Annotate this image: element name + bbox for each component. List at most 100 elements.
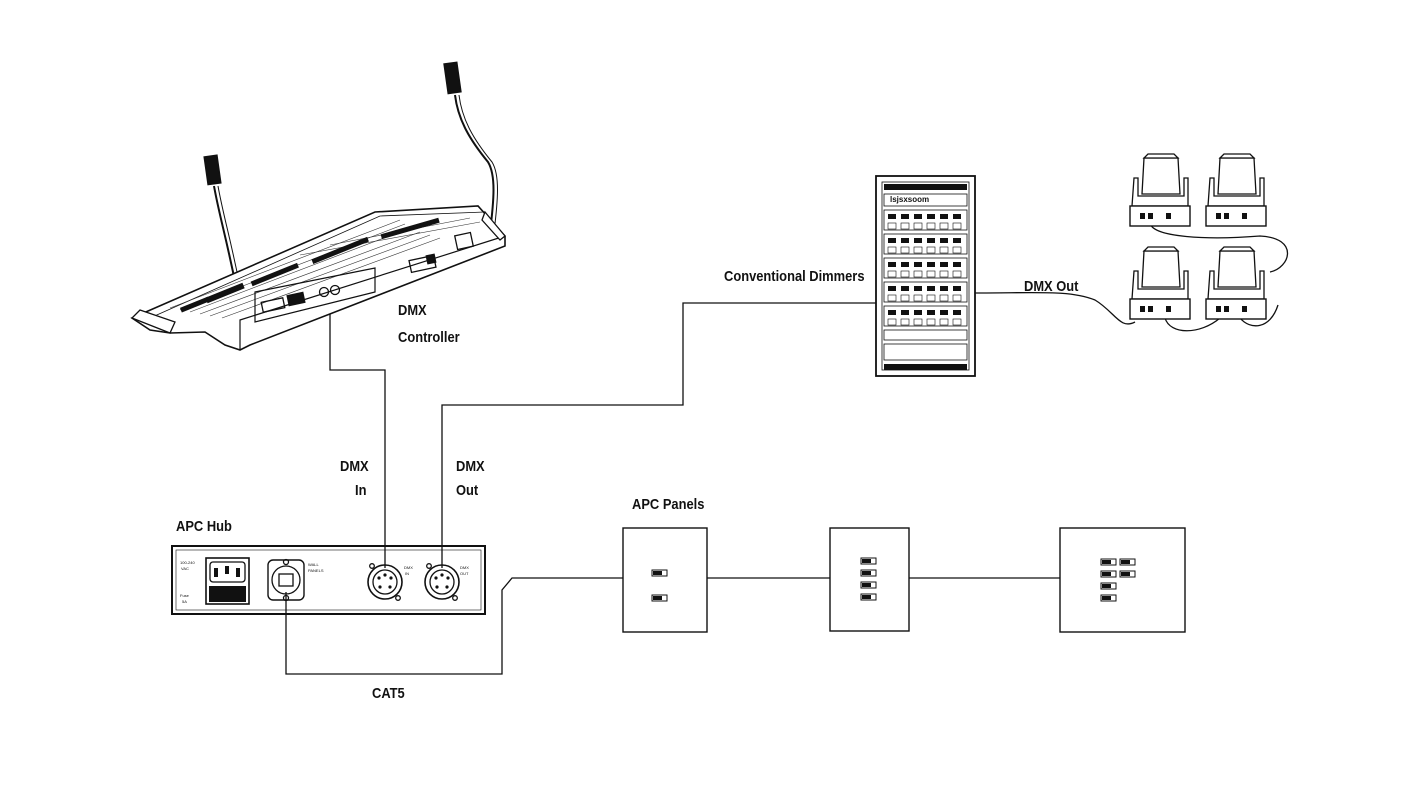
cable-dimmers-to-fixtures <box>974 291 1136 325</box>
dimmer-breaker <box>913 270 923 278</box>
dimmer-switch <box>927 262 935 267</box>
panel-button <box>1119 570 1136 578</box>
panel-button <box>860 593 877 601</box>
dimmer-switch <box>953 310 961 315</box>
dimmer-breaker <box>939 294 949 302</box>
dimmer-switch <box>940 214 948 219</box>
dimmer-switch <box>901 214 909 219</box>
dimmer-breaker <box>926 318 936 326</box>
dimmer-switch <box>901 262 909 267</box>
panel-button <box>1100 594 1117 602</box>
apc-panel-3 <box>1059 527 1186 633</box>
moving-head-fixture <box>1205 153 1267 227</box>
xlr-dmx-out-connector <box>424 563 460 601</box>
label-dmx-out-fixtures: DMX Out <box>1024 278 1079 295</box>
dimmer-switch <box>940 286 948 291</box>
svg-text:DMX: DMX <box>404 565 413 570</box>
svg-text:PANELS: PANELS <box>308 568 324 573</box>
dimmer-switch <box>927 238 935 243</box>
svg-text:DMX: DMX <box>460 565 469 570</box>
panel-button <box>1100 570 1117 578</box>
label-apc-panels: APC Panels <box>632 496 705 513</box>
dimmer-switch <box>901 286 909 291</box>
cable-cat5 <box>285 577 623 675</box>
svg-text:WALL: WALL <box>308 562 320 567</box>
xlr-dmx-in-connector <box>367 563 403 601</box>
cable-hub-dmx-out-to-dimmers <box>441 302 876 568</box>
dimmer-switch <box>914 262 922 267</box>
dimmer-switch <box>914 286 922 291</box>
dimmer-switch <box>940 238 948 243</box>
dimmer-breaker <box>926 294 936 302</box>
label-conventional-dimmers: Conventional Dimmers <box>724 268 865 285</box>
label-dmx-controller-line1: DMX <box>398 302 427 319</box>
dimmer-switch <box>914 214 922 219</box>
svg-text:IN: IN <box>405 571 409 576</box>
dimmer-breaker <box>939 270 949 278</box>
svg-text:Fuse: Fuse <box>180 593 190 598</box>
panel-button <box>651 594 668 602</box>
dimmer-breaker <box>952 222 962 230</box>
dimmer-breaker <box>952 318 962 326</box>
rj45-wall-panels-jack <box>267 558 305 602</box>
dimmer-breaker <box>900 222 910 230</box>
dimmer-switch <box>927 286 935 291</box>
moving-head-fixtures <box>1129 153 1267 320</box>
svg-text:5A: 5A <box>182 599 187 604</box>
dimmer-switch <box>953 262 961 267</box>
svg-text:100-240: 100-240 <box>180 560 195 565</box>
dimmer-breaker <box>952 270 962 278</box>
apc-panel-buttons <box>651 557 1136 602</box>
label-dmx-out-line2: Out <box>456 482 479 499</box>
svg-text:VAC: VAC <box>181 566 189 571</box>
dimmer-breaker <box>900 294 910 302</box>
label-dmx-out-line1: DMX <box>456 458 485 475</box>
dimmer-breaker <box>887 222 897 230</box>
svg-text:lsjsxsoom: lsjsxsoom <box>890 195 929 204</box>
apc-panel-1 <box>622 527 708 633</box>
dimmer-breaker <box>887 270 897 278</box>
dimmer-switch <box>927 310 935 315</box>
dimmer-switch <box>888 238 896 243</box>
dimmer-modules <box>883 209 968 327</box>
dimmer-switch <box>953 286 961 291</box>
apc-panel-2 <box>829 527 910 632</box>
label-dmx-controller-line2: Controller <box>398 329 460 346</box>
dimmer-breaker <box>939 246 949 254</box>
dimmer-breaker <box>900 270 910 278</box>
cable-controller-to-hub-dmx-in <box>329 300 386 568</box>
dimmer-rack <box>875 175 976 377</box>
dimmer-breaker <box>952 294 962 302</box>
dimmer-breaker <box>926 246 936 254</box>
dimmer-breaker <box>939 222 949 230</box>
label-cat5: CAT5 <box>372 685 405 702</box>
dimmer-breaker <box>926 270 936 278</box>
dimmer-breaker <box>887 318 897 326</box>
dimmer-switch <box>914 238 922 243</box>
dimmer-switch <box>927 214 935 219</box>
panel-button <box>1100 582 1117 590</box>
dimmer-switch <box>953 238 961 243</box>
dimmer-switch <box>940 262 948 267</box>
panel-button <box>1100 558 1117 566</box>
dimmer-switch <box>888 262 896 267</box>
panel-button <box>860 569 877 577</box>
dimmer-switch <box>940 310 948 315</box>
dimmer-switch <box>888 214 896 219</box>
panel-button <box>860 557 877 565</box>
dimmer-breaker <box>887 294 897 302</box>
dimmer-switch <box>901 238 909 243</box>
hub-panel-markings: 100-240 VAC Fuse 5A WALL PANELS DMX IN D… <box>180 195 929 604</box>
dimmer-breaker <box>900 318 910 326</box>
power-inlet <box>205 557 250 605</box>
svg-text:OUT: OUT <box>460 571 469 576</box>
moving-head-fixture <box>1205 246 1267 320</box>
moving-head-fixture <box>1129 153 1191 227</box>
dimmer-breaker <box>913 246 923 254</box>
dimmer-switch <box>888 310 896 315</box>
label-apc-hub: APC Hub <box>176 518 232 535</box>
panel-button <box>860 581 877 589</box>
dimmer-breaker <box>939 318 949 326</box>
